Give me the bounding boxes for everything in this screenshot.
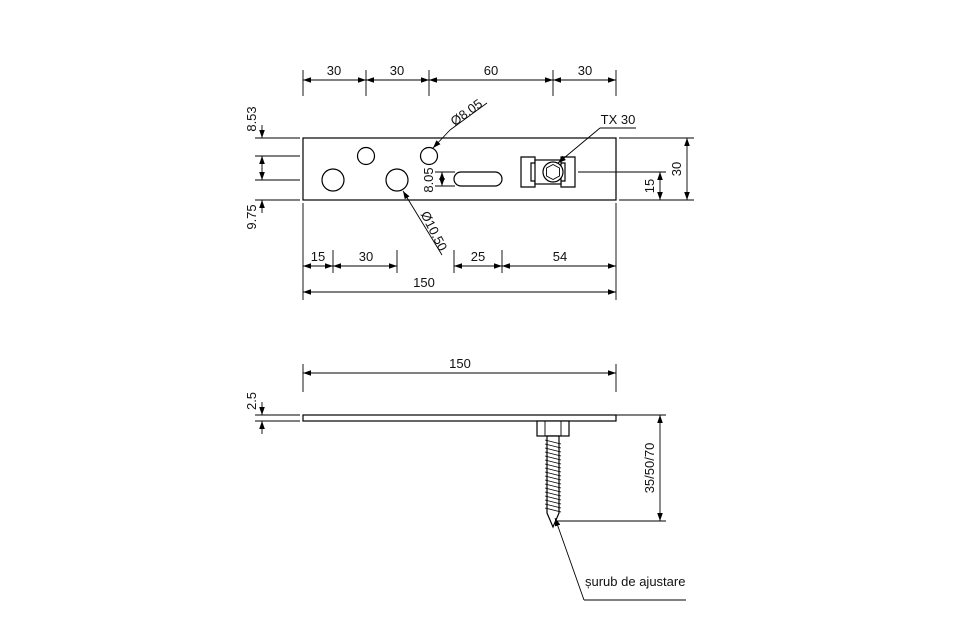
hole-large-2 xyxy=(385,168,409,192)
plate-top-outline xyxy=(302,137,617,201)
dim-screw-lengths: 35/50/70 xyxy=(642,443,657,494)
screw-label: șurub de ajustare xyxy=(585,574,685,589)
dim-25: 25 xyxy=(471,249,485,264)
dim-2-5: 2.5 xyxy=(244,392,259,410)
slot-width-label: 8.05 xyxy=(421,167,436,192)
hole-large-1 xyxy=(321,168,345,192)
dim-150-side: 150 xyxy=(449,356,471,371)
screw-drive-label: TX 30 xyxy=(601,112,636,127)
dim-9-75: 9.75 xyxy=(244,204,259,229)
dim-30-c: 30 xyxy=(578,63,592,78)
dim-150-top: 150 xyxy=(413,275,435,290)
dim-8-53: 8.53 xyxy=(244,106,259,131)
dim-60: 60 xyxy=(484,63,498,78)
hole-small-label: Ø8.05 xyxy=(448,96,485,129)
screw-shank xyxy=(544,435,562,529)
hole-small-2 xyxy=(419,146,439,166)
screw-head-top xyxy=(520,156,576,188)
adjustment-slot xyxy=(453,171,503,187)
hole-small-1 xyxy=(356,146,376,166)
dim-54: 54 xyxy=(553,249,567,264)
dim-30-a: 30 xyxy=(327,63,341,78)
dim-30-b: 30 xyxy=(390,63,404,78)
plate-side-outline xyxy=(302,414,617,422)
dim-15-right: 15 xyxy=(642,179,657,193)
dim-30-bottom: 30 xyxy=(359,249,373,264)
dim-30-right: 30 xyxy=(669,162,684,176)
screw-nut-side xyxy=(536,420,570,437)
dim-15-bottom: 15 xyxy=(311,249,325,264)
hole-large-label: Ø10.50 xyxy=(418,209,451,254)
top-view: 30 30 60 30 8.53 9.75 Ø8.05 Ø10.50 8.05 … xyxy=(244,63,694,300)
side-view: 150 2.5 35/50/70 șurub de ajustare xyxy=(244,356,686,601)
